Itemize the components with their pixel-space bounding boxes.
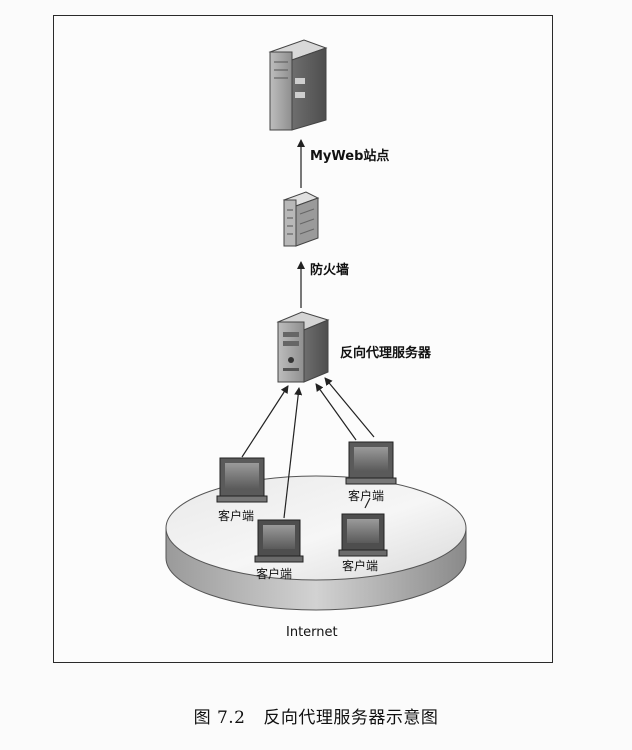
client-label-4: 客户端 [342, 558, 378, 573]
client-computer-icon [345, 441, 397, 485]
connection-arrows [241, 139, 375, 519]
reverse-proxy-label: 反向代理服务器 [340, 345, 432, 361]
client-computer-icon [216, 457, 268, 503]
arrow-client1-to-proxy [241, 385, 289, 458]
internet-label: Internet [286, 625, 338, 640]
arrow-client4b-to-client3 [364, 497, 371, 509]
arrow-client2-to-proxy [283, 387, 303, 519]
client-label-1: 客户端 [218, 508, 254, 523]
firewall-label: 防火墙 [310, 262, 349, 278]
figure-caption: 图 7.2 反向代理服务器示意图 [0, 703, 632, 728]
client-label-2: 客户端 [256, 566, 292, 581]
web-server-icon [268, 39, 328, 131]
caption-title: 反向代理服务器示意图 [263, 708, 439, 728]
client-label-3: 客户端 [348, 488, 384, 503]
web-site-label: MyWeb站点 [310, 148, 389, 164]
reverse-proxy-server-icon [276, 311, 330, 383]
caption-number: 图 7.2 [193, 708, 246, 728]
reverse-proxy-diagram: MyWeb站点 防火墙 反向代理服务器 客户端 客户端 [165, 39, 467, 640]
arrow-client3-to-proxy [315, 383, 357, 441]
internet-disc [165, 475, 467, 611]
arrow-client4-to-proxy [324, 377, 375, 438]
client-computer-icon [338, 513, 388, 557]
client-computer-icon [254, 519, 304, 563]
firewall-icon [282, 191, 320, 247]
